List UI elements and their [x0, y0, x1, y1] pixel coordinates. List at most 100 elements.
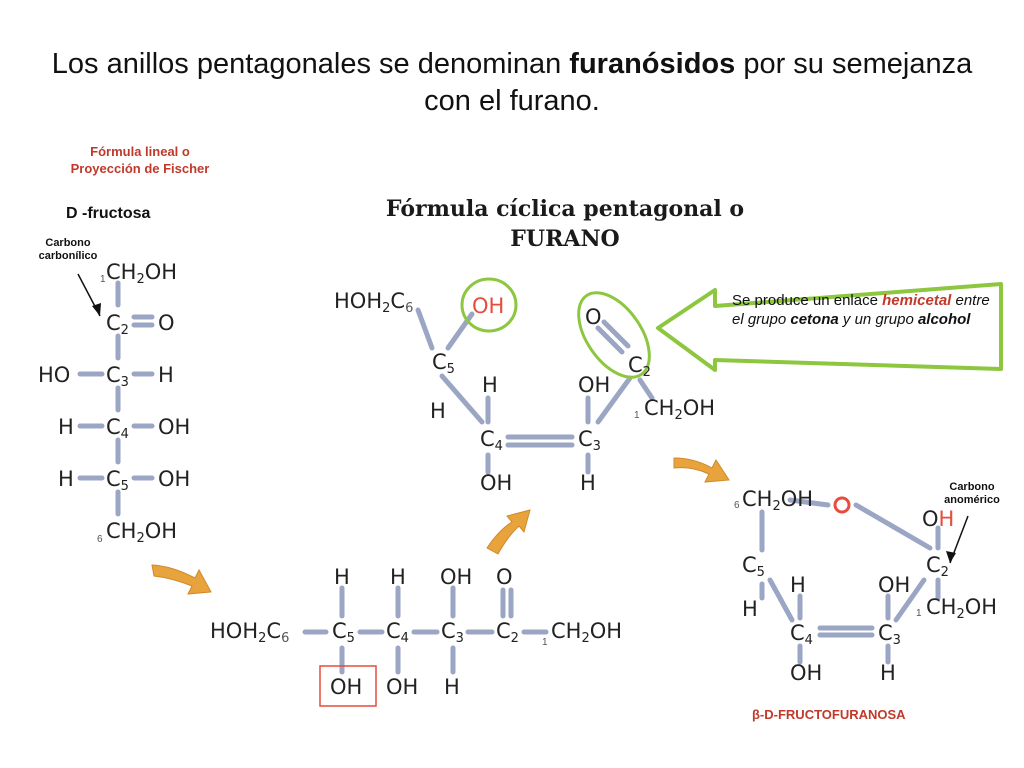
- fischer-c5: C5: [106, 467, 129, 494]
- carbonyl-carbon-label: Carbono carbonílico: [28, 237, 108, 263]
- linear-c1: CH2OH: [551, 619, 623, 646]
- ring-num-1: 1: [916, 608, 922, 619]
- fischer-heading-line2: Proyección de Fischer: [70, 161, 210, 176]
- linear-c2: C2: [496, 619, 519, 646]
- chain-bond: [595, 375, 633, 425]
- linear-c4-oh: OH: [386, 675, 419, 699]
- anomeric-pointer-head: [946, 551, 956, 563]
- fischer-c3-right: H: [158, 363, 174, 387]
- linear-c5: C5: [332, 619, 355, 646]
- linear-c4: C4: [386, 619, 409, 646]
- chain-bond: [439, 373, 485, 425]
- linear-c3-h: H: [444, 675, 460, 699]
- carbonyl-pointer-head: [92, 303, 101, 316]
- chain-c6-group: HOH2C6: [334, 289, 414, 316]
- callout-arrow-box: [656, 282, 1003, 372]
- fischer-c3-left: HO: [38, 363, 71, 387]
- callout-hemicetal: hemicetal: [882, 292, 952, 309]
- chain-bond: [601, 319, 631, 349]
- linear-c5-oh: OH: [330, 675, 363, 699]
- fischer-heading-line1: Fórmula lineal o: [90, 144, 190, 159]
- fischer-c5-left: H: [58, 467, 74, 491]
- cyclic-heading-line1: Fórmula cíclica pentagonal o: [385, 196, 745, 222]
- ring-bond: [767, 577, 795, 623]
- fischer-num-6: 6: [97, 534, 103, 545]
- anomeric-label-line1: Carbono: [949, 481, 995, 493]
- fischer-c4-right: OH: [158, 415, 191, 439]
- fischer-c2: C2: [106, 311, 129, 338]
- cyclic-heading: Fórmula cíclica pentagonal o FURANO: [340, 194, 790, 254]
- ring-bond: [787, 497, 831, 508]
- ring-c5: C5: [742, 553, 765, 580]
- fischer-c4: C4: [106, 415, 129, 442]
- ring-c4: C4: [790, 621, 813, 648]
- chain-num-1: 1: [634, 410, 640, 421]
- fischer-c6: CH2OH: [106, 519, 178, 546]
- hydroxyl-highlight-box: [319, 665, 377, 707]
- callout-alcohol: alcohol: [917, 311, 971, 328]
- chain-c5: C5: [432, 350, 455, 377]
- ketone-highlight-circle: [577, 291, 651, 379]
- ring-c3-oh: OH: [878, 573, 911, 597]
- ring-num-6: 6: [734, 500, 740, 511]
- linear-c4-h: H: [390, 565, 406, 589]
- callout-text-mid: entre el grupo: [732, 292, 990, 328]
- hydroxyl-highlight-circle: [460, 277, 518, 333]
- ring-bond: [853, 502, 933, 551]
- slide-title: Los anillos pentagonales se denominan fu…: [30, 46, 994, 120]
- chain-c4: C4: [480, 427, 503, 454]
- fischer-heading: Fórmula lineal o Proyección de Fischer: [40, 143, 240, 177]
- linear-c3: C3: [441, 619, 464, 646]
- arrow-linear-to-chain: [486, 509, 531, 555]
- carbonyl-label-line1: Carbono: [45, 237, 91, 249]
- reaction-arrows: [151, 457, 730, 595]
- chain-bond: [637, 377, 655, 401]
- fischer-c3: C3: [106, 363, 129, 390]
- fischer-c5-right: OH: [158, 467, 191, 491]
- ring-c2: C2: [926, 553, 949, 580]
- ring-c4-oh: OH: [790, 661, 823, 685]
- chain-bond: [415, 307, 435, 351]
- callout-text: Se produce un enlace hemicetal entre el …: [732, 291, 994, 329]
- fischer-c4-left: H: [58, 415, 74, 439]
- product-name: β-D-FRUCTOFURANOSA: [752, 707, 906, 722]
- title-bold-term: furanósidos: [569, 48, 736, 80]
- chain-c3-h: H: [580, 471, 596, 495]
- ring-c5-h: H: [742, 597, 758, 621]
- chain-c3-oh: OH: [578, 373, 611, 397]
- linear-num-1: 1: [542, 637, 548, 648]
- title-text-start: Los anillos pentagonales se denominan: [51, 48, 570, 80]
- chain-bond: [445, 311, 475, 351]
- ring-c6: CH2OH: [742, 487, 814, 514]
- linear-c6: HOH2C6: [210, 619, 290, 646]
- chain-ketone-oxygen: O: [585, 305, 602, 329]
- ring-c4-h: H: [790, 573, 806, 597]
- arrow-fischer-to-linear: [151, 564, 212, 595]
- ring-c1: CH2OH: [926, 595, 998, 622]
- ring-c3-h: H: [880, 661, 896, 685]
- chain-c4-oh: OH: [480, 471, 513, 495]
- chain-c5-hydroxyl: OH: [472, 294, 505, 318]
- fischer-c2-oxygen: O: [158, 311, 175, 335]
- chain-c1: CH2OH: [644, 396, 716, 423]
- callout-cetona: cetona: [790, 311, 839, 328]
- chain-c4-h: H: [482, 373, 498, 397]
- carbonyl-label-line2: carbonílico: [38, 250, 98, 262]
- chain-c3: C3: [578, 427, 601, 454]
- fischer-c1: CH2OH: [106, 260, 178, 287]
- bonds: [77, 280, 941, 675]
- ring-oxygen-atom: [833, 496, 851, 514]
- linear-c2-o: O: [496, 565, 513, 589]
- fischer-num-1: 1: [100, 274, 106, 285]
- anomeric-label-line2: anomérico: [944, 494, 1000, 506]
- cyclic-heading-line2: FURANO: [510, 226, 620, 252]
- ring-bond: [893, 577, 927, 623]
- linear-c3-oh: OH: [440, 565, 473, 589]
- ring-c3: C3: [878, 621, 901, 648]
- arrow-chain-to-ring: [673, 457, 730, 483]
- ring-c2-oh: OH: [922, 507, 955, 531]
- chain-c5-h: H: [430, 399, 446, 423]
- chain-c2: C2: [628, 353, 651, 380]
- callout-text-mid2: y un grupo: [838, 311, 918, 328]
